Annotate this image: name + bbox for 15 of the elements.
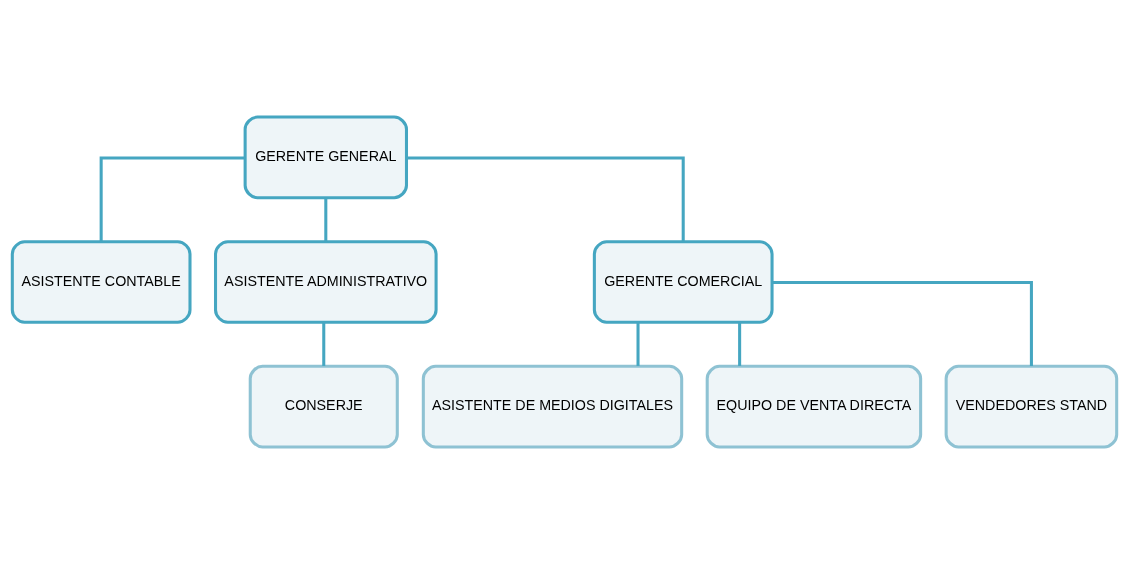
- connector: [99, 156, 245, 242]
- connector: [636, 322, 640, 366]
- node-box: GERENTE GENERAL: [243, 115, 408, 200]
- node-box: ASISTENTE CONTABLE: [10, 240, 192, 324]
- connector: [738, 322, 742, 366]
- connector: [772, 281, 1033, 366]
- node-box: ASISTENTE DE MEDIOS DIGITALES: [421, 364, 684, 449]
- connector: [324, 197, 328, 242]
- node-box: CONSERJE: [248, 364, 399, 449]
- node-box: ASISTENTE ADMINISTRATIVO: [214, 240, 438, 324]
- node-box: VENDEDORES STAND: [944, 364, 1119, 449]
- node-box: GERENTE COMERCIAL: [592, 240, 774, 324]
- node-box: EQUIPO DE VENTA DIRECTA: [705, 364, 923, 449]
- connector: [322, 322, 326, 366]
- connector: [406, 156, 685, 242]
